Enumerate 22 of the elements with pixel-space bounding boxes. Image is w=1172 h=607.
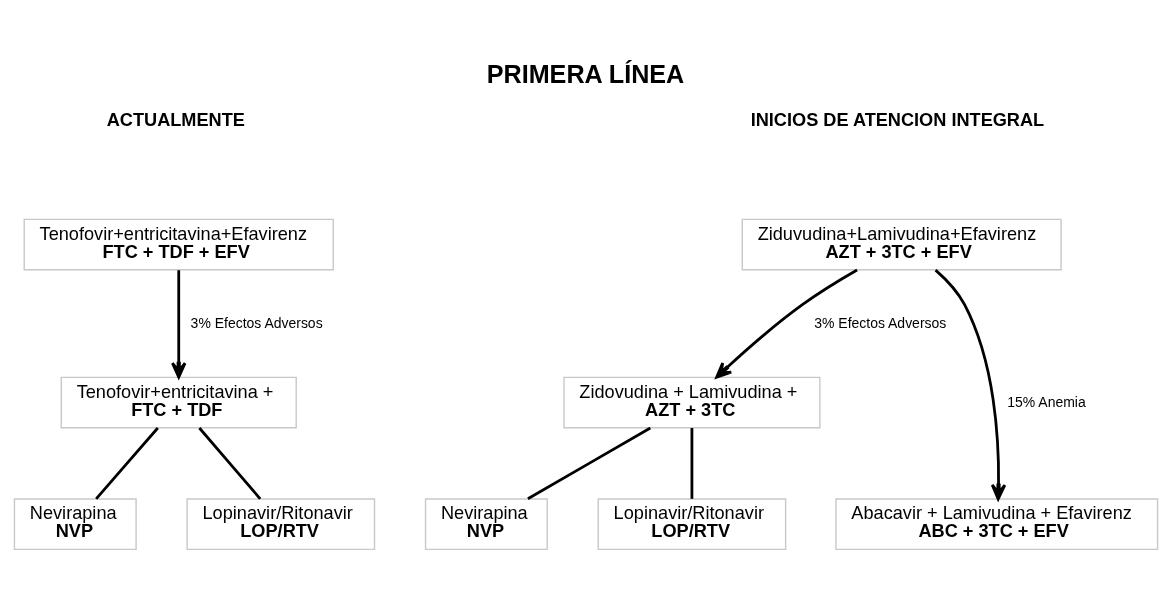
diagram-title: PRIMERA LÍNEA bbox=[486, 59, 685, 88]
node-box: Zidovudina + Lamivudina + AZT + 3TC bbox=[563, 376, 821, 428]
edge-label: 3% Efectos Adversos bbox=[190, 314, 323, 331]
edge-label: 15% Anemia bbox=[1007, 393, 1086, 410]
node-box: Tenofovir+entricitavina + FTC + TDF bbox=[60, 376, 297, 428]
node-box: Nevirapina NVP bbox=[13, 497, 137, 550]
node-box: Ziduvudina+Lamivudina+Efavirenz AZT + 3TC + EFV bbox=[741, 218, 1062, 270]
label: INICIOS DE ATENCION INTEGRAL bbox=[750, 109, 1045, 130]
connector bbox=[95, 426, 159, 500]
node-box: Lopinavir/Ritonavir LOP/RTV bbox=[597, 497, 787, 550]
connector bbox=[198, 426, 262, 500]
node-box: Abacavir + Lamivudina + Efavirenz ABC + 3TC + EFV bbox=[835, 497, 1159, 550]
label: ACTUALMENTE bbox=[106, 109, 245, 130]
node-box: Lopinavir/Ritonavir LOP/RTV bbox=[186, 497, 376, 550]
edge-label: 3% Efectos Adversos bbox=[814, 314, 947, 331]
node-box: Nevirapina NVP bbox=[424, 497, 548, 550]
arrow bbox=[715, 268, 858, 379]
node-box: Tenofovir+entricitavina+Efavirenz FTC + TDF + EFV bbox=[23, 218, 334, 270]
arrow bbox=[171, 269, 187, 378]
connector bbox=[690, 427, 694, 499]
connector bbox=[527, 426, 652, 500]
arrow bbox=[934, 268, 1007, 500]
